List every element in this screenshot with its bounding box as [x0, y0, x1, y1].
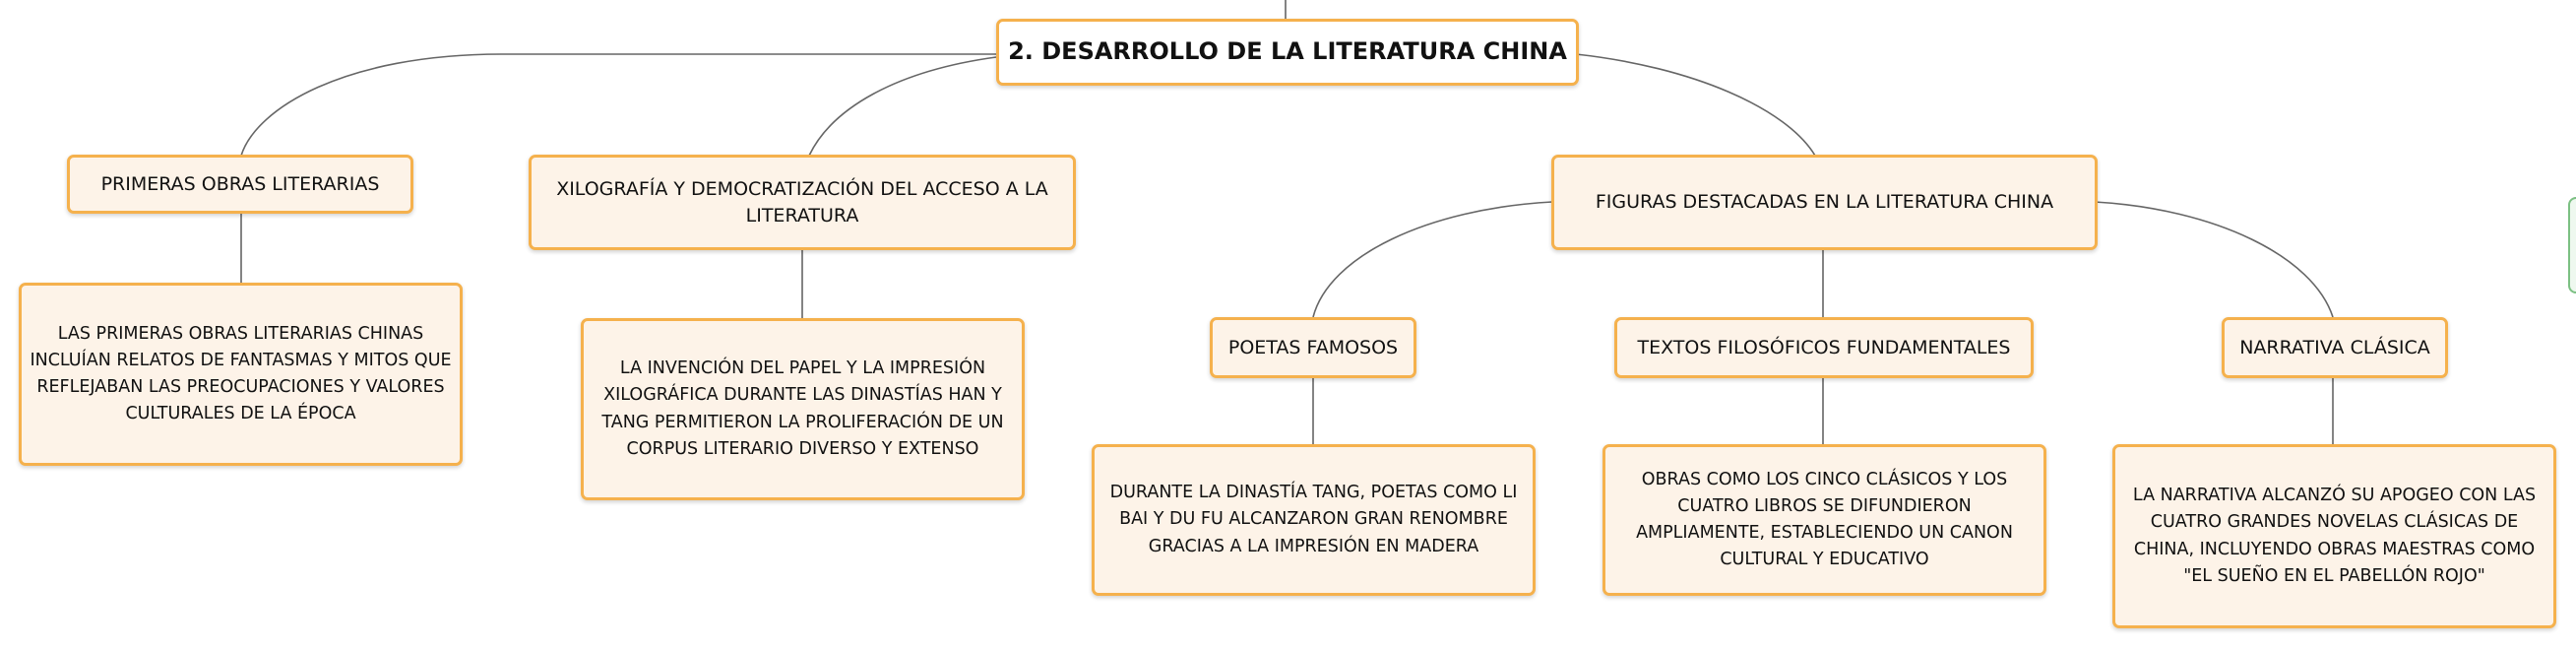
detail-poetas-famosos-text: DURANTE LA DINASTÍA TANG, POETAS COMO LI… — [1109, 483, 1518, 556]
detail-narrativa-clasica-text: LA NARRATIVA ALCANZÓ SU APOGEO CON LAS C… — [2132, 486, 2537, 586]
subbranch-textos-filosoficos-title: TEXTOS FILOSÓFICOS FUNDAMENTALES — [1637, 336, 2011, 358]
detail-xilografia[interactable]: LA INVENCIÓN DEL PAPEL Y LA IMPRESIÓN XI… — [581, 318, 1025, 500]
detail-narrativa-clasica[interactable]: LA NARRATIVA ALCANZÓ SU APOGEO CON LAS C… — [2112, 444, 2556, 628]
connector-root-primeras — [240, 53, 996, 157]
detail-primeras-obras-text: LAS PRIMERAS OBRAS LITERARIAS CHINAS INC… — [30, 323, 452, 424]
root-node[interactable]: 2. DESARROLLO DE LA LITERATURA CHINA — [996, 19, 1579, 86]
detail-textos-filosoficos[interactable]: OBRAS COMO LOS CINCO CLÁSICOS Y LOS CUAT… — [1602, 444, 2046, 596]
branch-xilografia[interactable]: XILOGRAFÍA Y DEMOCRATIZACIÓN DEL ACCESO … — [529, 155, 1076, 250]
branch-primeras-obras[interactable]: PRIMERAS OBRAS LITERARIAS — [67, 155, 413, 214]
detail-primeras-obras[interactable]: LAS PRIMERAS OBRAS LITERARIAS CHINAS INC… — [19, 283, 463, 466]
connector-root-xilografia — [808, 56, 997, 157]
connector-root-figuras — [1575, 53, 1816, 157]
subbranch-narrativa-clasica[interactable]: NARRATIVA CLÁSICA — [2222, 317, 2448, 378]
subbranch-poetas-famosos[interactable]: POETAS FAMOSOS — [1210, 317, 1416, 378]
branch-figuras-destacadas-title: FIGURAS DESTACADAS EN LA LITERATURA CHIN… — [1595, 191, 2054, 214]
side-panel-tab[interactable] — [2568, 197, 2576, 293]
branch-xilografia-title: XILOGRAFÍA Y DEMOCRATIZACIÓN DEL ACCESO … — [556, 177, 1048, 227]
branch-figuras-destacadas[interactable]: FIGURAS DESTACADAS EN LA LITERATURA CHIN… — [1551, 155, 2098, 250]
root-title: 2. DESARROLLO DE LA LITERATURA CHINA — [1008, 37, 1567, 66]
detail-textos-filosoficos-text: OBRAS COMO LOS CINCO CLÁSICOS Y LOS CUAT… — [1636, 469, 2013, 570]
subbranch-poetas-famosos-title: POETAS FAMOSOS — [1227, 336, 1399, 358]
detail-xilografia-text: LA INVENCIÓN DEL PAPEL Y LA IMPRESIÓN XI… — [601, 358, 1004, 459]
detail-poetas-famosos[interactable]: DURANTE LA DINASTÍA TANG, POETAS COMO LI… — [1092, 444, 1536, 596]
connector-figuras-narrativa — [2094, 201, 2334, 318]
connector-figuras-poetas — [1312, 201, 1553, 318]
branch-primeras-obras-title: PRIMERAS OBRAS LITERARIAS — [100, 172, 380, 195]
subbranch-narrativa-clasica-title: NARRATIVA CLÁSICA — [2239, 336, 2430, 358]
subbranch-textos-filosoficos[interactable]: TEXTOS FILOSÓFICOS FUNDAMENTALES — [1614, 317, 2034, 378]
